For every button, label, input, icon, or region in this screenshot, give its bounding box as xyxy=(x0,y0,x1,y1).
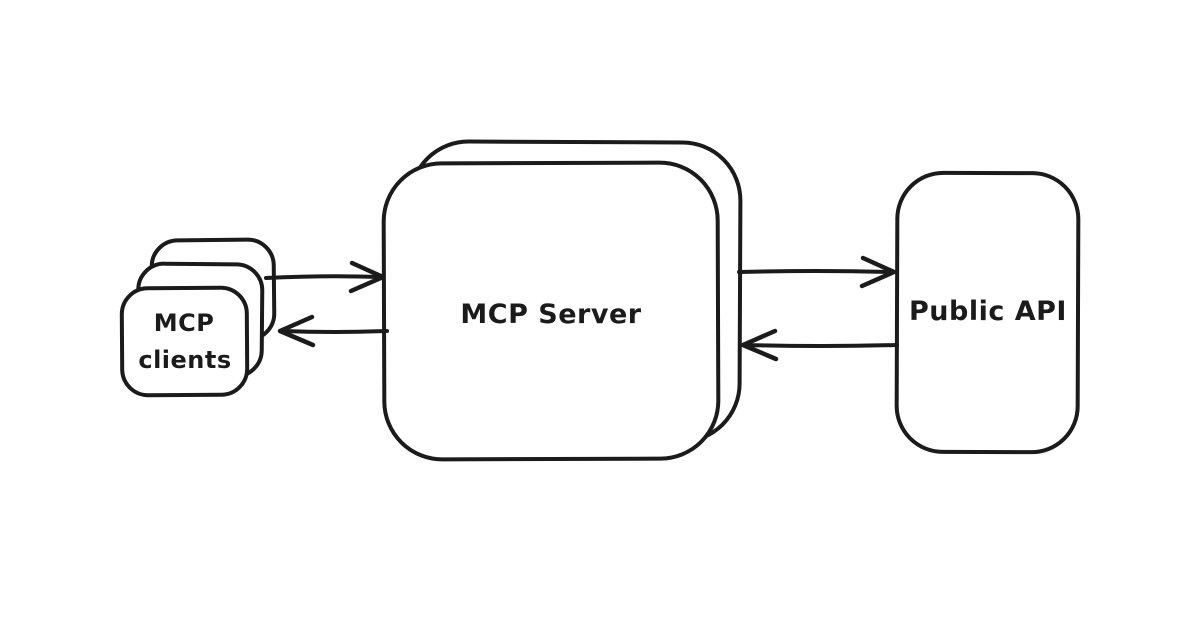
arrowhead-right-icon xyxy=(348,260,386,294)
arrow-api-to-server xyxy=(740,328,899,362)
arrow-server-to-api xyxy=(737,255,897,289)
server-label: MCP Server xyxy=(460,299,641,330)
arrow-shaft xyxy=(264,274,383,280)
arrow-shaft xyxy=(281,329,389,334)
server-node: MCP Server xyxy=(381,139,743,462)
arrow-server-to-clients xyxy=(277,314,389,348)
clients-label-line1: MCP xyxy=(154,309,215,337)
clients-card-front xyxy=(119,285,250,398)
arrowhead-left-icon xyxy=(740,328,779,362)
api-label: Public API xyxy=(909,296,1067,327)
clients-node: MCP clients xyxy=(119,237,277,398)
api-card xyxy=(894,170,1081,455)
arrow-clients-to-server xyxy=(264,260,386,294)
api-node: Public API xyxy=(894,170,1081,455)
arrow-shaft xyxy=(744,343,899,348)
arrowhead-right-icon xyxy=(859,255,897,289)
arrowhead-left-icon xyxy=(277,314,316,348)
arrow-shaft xyxy=(737,269,894,274)
clients-label-line2: clients xyxy=(138,346,231,374)
server-card-front xyxy=(381,160,721,462)
